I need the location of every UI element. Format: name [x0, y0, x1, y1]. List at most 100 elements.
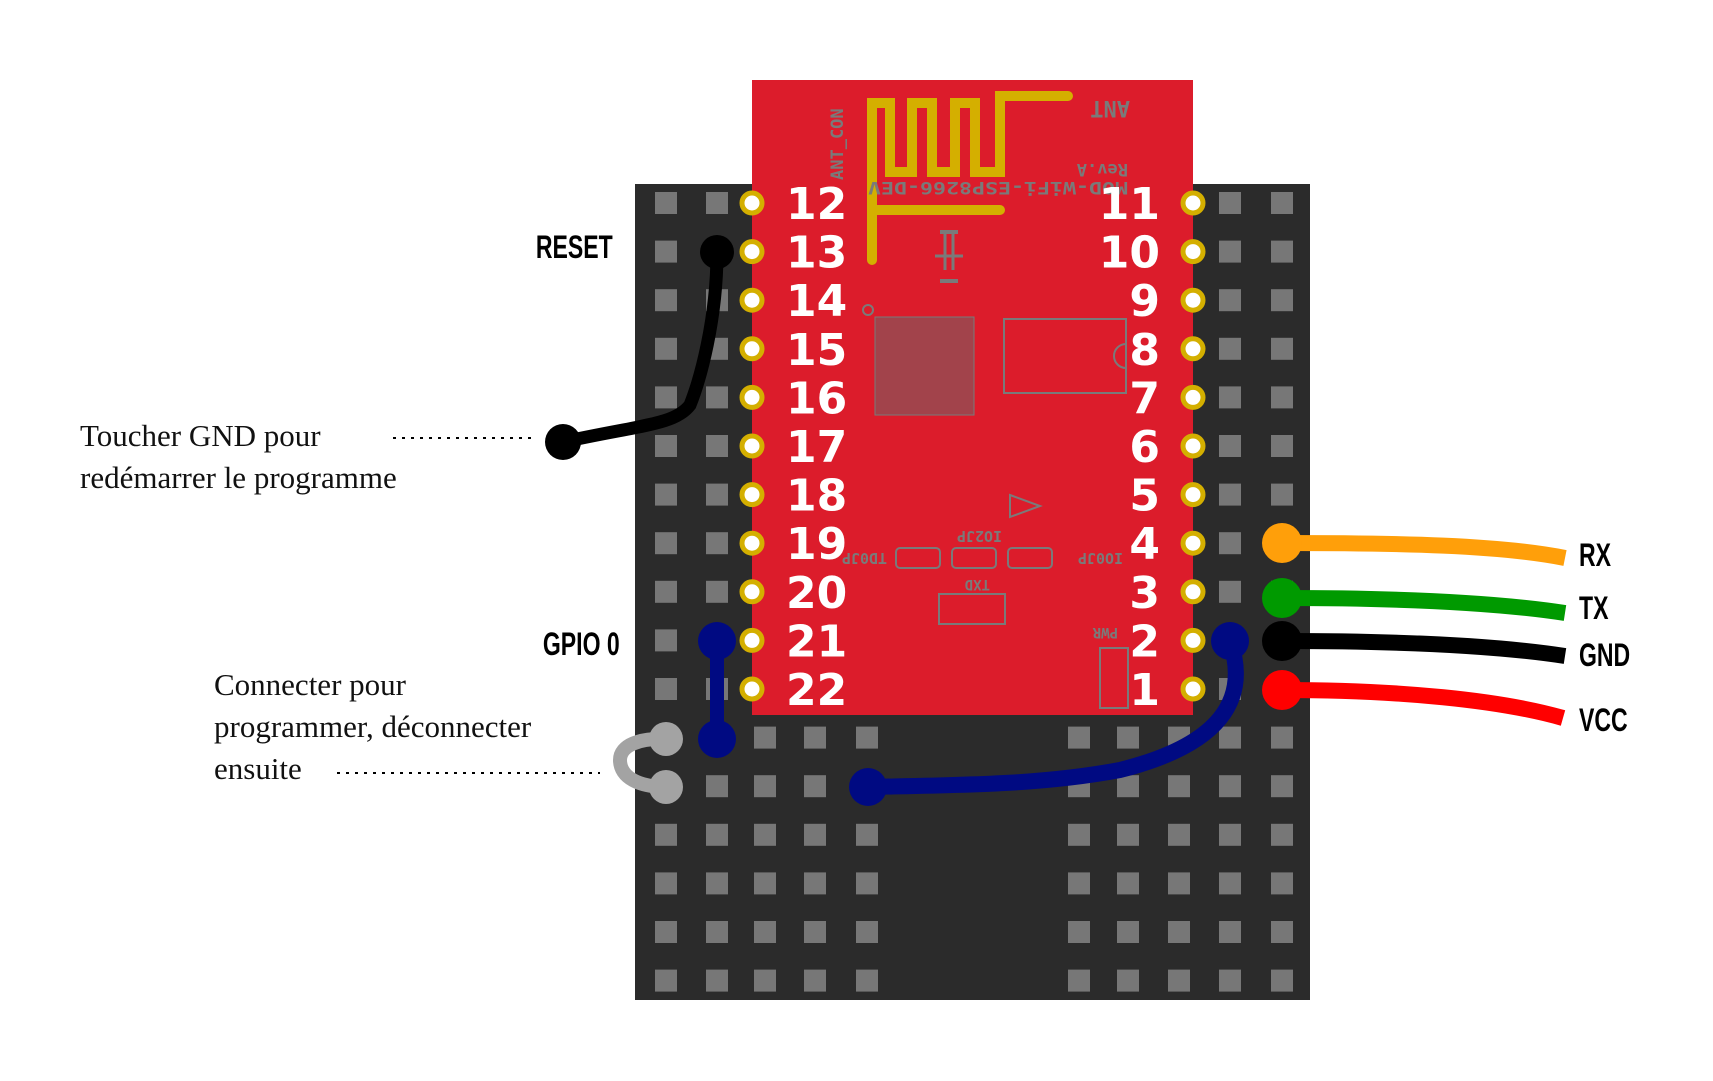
breadboard-hole: [804, 823, 826, 846]
pin-number: 17: [786, 422, 847, 473]
rx-wire-end: [1262, 523, 1302, 563]
breadboard-hole: [655, 386, 677, 409]
tx-wire-end: [1262, 578, 1302, 618]
breadboard-hole: [655, 289, 677, 312]
flash-notch: [1113, 343, 1127, 369]
esp8266-board: ANT Rev.A MOD-WiFi-ESP8266-DEV ANT_CON I…: [739, 80, 1206, 716]
pin-pad: [739, 384, 765, 410]
pin-number: 7: [1129, 373, 1160, 424]
ant-con-label: ANT_CON: [828, 108, 848, 180]
breadboard-hole: [1117, 921, 1139, 943]
gnd-label: GND: [1579, 637, 1631, 673]
pwr-label: PWR: [1092, 624, 1118, 640]
pin-number: 14: [786, 276, 847, 327]
breadboard-hole: [1219, 435, 1241, 457]
breadboard-hole: [1219, 921, 1241, 943]
pin-pad: [1180, 579, 1206, 605]
jumper-pads: [895, 493, 1129, 709]
breadboard-hole: [1271, 775, 1293, 798]
breadboard-hole: [1271, 483, 1293, 506]
breadboard-hole: [655, 532, 677, 555]
breadboard-hole: [706, 775, 728, 798]
breadboard-hole: [1068, 872, 1090, 895]
pin-number: 16: [786, 373, 847, 424]
breadboard-hole: [1117, 775, 1139, 798]
breadboard-hole: [1219, 289, 1241, 312]
breadboard-hole: [1219, 775, 1241, 798]
breadboard-hole: [1271, 240, 1293, 263]
breadboard-hole: [1068, 823, 1090, 846]
breadboard-hole: [1219, 386, 1241, 409]
vcc-label: VCC: [1579, 702, 1628, 738]
breadboard-hole: [804, 921, 826, 943]
pin-number: 18: [786, 471, 847, 522]
breadboard-hole: [754, 921, 776, 943]
rx-wire: [1281, 535, 1567, 566]
pin-pad: [1180, 627, 1206, 653]
pin-pad: [739, 336, 765, 362]
gpio0-jumper-end-top: [698, 622, 736, 660]
breadboard-hole: [706, 921, 728, 943]
breadboard-hole: [1219, 532, 1241, 555]
breadboard-hole: [856, 921, 878, 943]
breadboard-hole: [804, 872, 826, 895]
breadboard-hole: [1271, 192, 1293, 214]
gnd-wire: [1281, 633, 1567, 664]
reset-note: Toucher GND pour redémarrer le programme: [80, 415, 397, 499]
pin-pad: [1180, 530, 1206, 556]
breadboard-hole: [1219, 192, 1241, 214]
pin-pad: [739, 676, 765, 702]
breadboard-hole: [1271, 726, 1293, 749]
io2-jumper-label: IO2JP: [957, 527, 1002, 545]
tx-wire: [1281, 590, 1567, 621]
breadboard-hole: [706, 483, 728, 506]
breadboard-hole: [1117, 872, 1139, 895]
breadboard-hole: [1271, 921, 1293, 943]
breadboard-hole: [754, 969, 776, 992]
breadboard-hole: [804, 775, 826, 798]
pin-pad: [1180, 336, 1206, 362]
breadboard-hole: [1271, 337, 1293, 360]
reset-note-line2: redémarrer le programme: [80, 460, 397, 495]
breadboard-hole: [655, 678, 677, 700]
breadboard-hole: [856, 726, 878, 749]
chip-pin1-marker: [862, 304, 874, 316]
breadboard-hole: [655, 337, 677, 360]
rx-label: RX: [1579, 537, 1612, 573]
flash-outline: [1003, 318, 1127, 394]
breadboard-hole: [804, 726, 826, 749]
breadboard-hole: [706, 532, 728, 555]
breadboard-hole: [706, 192, 728, 214]
breadboard-hole: [1271, 969, 1293, 992]
breadboard-hole: [706, 386, 728, 409]
antenna-meander-icon: [867, 91, 1073, 265]
crystal-icon: [935, 230, 963, 283]
breadboard-hole: [1117, 969, 1139, 992]
gpio-note-line2: programmer, déconnecter: [214, 709, 532, 744]
pin-pad: [739, 433, 765, 459]
breadboard-hole: [804, 969, 826, 992]
pin-number: 1: [1129, 665, 1160, 716]
breadboard-hole: [655, 823, 677, 846]
breadboard-hole: [1168, 921, 1190, 943]
gnd-link-end-top: [1211, 622, 1249, 660]
breadboard-hole: [1168, 775, 1190, 798]
pin-number: 20: [786, 568, 847, 619]
vcc-wire-end: [1262, 670, 1302, 710]
pin-number: 19: [786, 519, 847, 570]
breadboard-hole: [655, 483, 677, 506]
programming-jumper[interactable]: [612, 731, 673, 794]
breadboard-hole: [1219, 726, 1241, 749]
pin-number: 10: [1099, 228, 1160, 279]
reset-label: RESET: [536, 229, 613, 265]
breadboard-hole: [655, 921, 677, 943]
pin-pad: [1180, 482, 1206, 508]
pin-number: 15: [786, 325, 847, 376]
breadboard-hole: [1219, 872, 1241, 895]
breadboard-hole: [655, 580, 677, 603]
breadboard-hole: [754, 872, 776, 895]
reset-touch-end[interactable]: [545, 424, 581, 460]
gpio-note-line3: ensuite: [214, 751, 302, 786]
breadboard-hole: [706, 872, 728, 895]
pin-pad: [739, 579, 765, 605]
